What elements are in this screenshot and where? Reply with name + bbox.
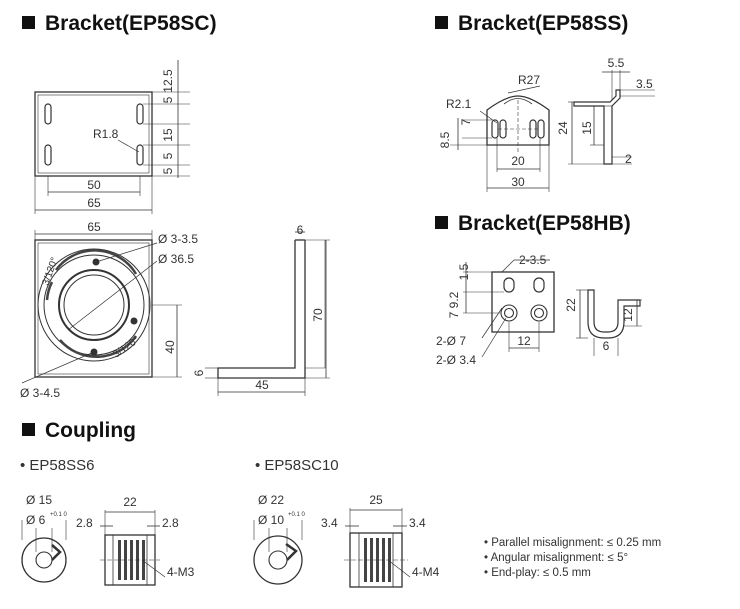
coupling-sc10-end-view — [253, 520, 303, 585]
dim-hole-3-3-5: Ø 3-3.5 — [158, 232, 198, 246]
dim-2: 2 — [625, 152, 632, 166]
spec-end-play: • End-play: ≤ 0.5 mm — [484, 567, 591, 579]
dim-2-phi-3-4: 2-Ø 3.4 — [436, 353, 476, 367]
dim-30: 30 — [511, 175, 525, 189]
ep58sc-face-view — [21, 230, 182, 384]
coupling-ss6-end-view — [21, 520, 67, 583]
dim-12-5: 12.5 — [161, 69, 175, 93]
dim-15: 15 — [161, 128, 175, 142]
dim-1-5: 1.5 — [457, 263, 471, 280]
dim-r27: R27 — [518, 73, 540, 87]
heading-bracket-ep58hb: Bracket(EP58HB) — [435, 212, 631, 236]
dim-65b: 65 — [87, 220, 101, 234]
dim-r2-1: R2.1 — [446, 97, 472, 111]
bullet-square-icon — [435, 216, 448, 229]
coupling-sc10-bore-tol: +0.1 0 — [288, 512, 306, 518]
ep58hb-front-view — [463, 259, 555, 358]
ep58sc-front-view — [34, 60, 190, 214]
coupling-sc10-length: 25 — [369, 493, 383, 507]
dim-hole-3-4-5: Ø 3-4.5 — [20, 386, 60, 400]
dim-65a: 65 — [87, 196, 101, 210]
coupling-ss6-bore-tol: +0.1 0 — [50, 512, 68, 518]
coupling-sc10-right: 3.4 — [409, 516, 426, 530]
dim-3-5: 3.5 — [636, 77, 653, 91]
bullet-square-icon — [22, 16, 35, 29]
dim-7-9-2: 7 9.2 — [447, 291, 461, 318]
dim-6a: 6 — [297, 223, 304, 237]
ep58hb-side-dims: 22 12 6 — [564, 298, 635, 353]
coupling-ss6-left: 2.8 — [76, 516, 93, 530]
dim-r1-8: R1.8 — [93, 127, 119, 141]
coupling-ss6-dims: Ø 15 Ø 6 +0.1 0 22 2.8 2.8 4-M3 — [26, 493, 195, 579]
dim-angle-2: 3/120° — [111, 335, 141, 361]
dim-2-3-5: 2-3.5 — [519, 253, 547, 267]
dim-45: 45 — [255, 378, 269, 392]
dim-22: 22 — [564, 298, 578, 312]
heading-text: Bracket(EP58SS) — [458, 12, 629, 35]
dim-angle-1: 3/120° — [40, 256, 60, 287]
dim-70: 70 — [311, 308, 325, 322]
dim-50: 50 — [87, 178, 101, 192]
coupling-model-ep58sc10: • EP58SC10 — [255, 457, 339, 474]
coupling-sc10-screw: 4-M4 — [412, 565, 440, 579]
coupling-ss6-bore: Ø 6 — [26, 513, 46, 527]
spec-angular-misalignment: • Angular misalignment: ≤ 5° — [484, 552, 629, 564]
coupling-sc10-side-view — [344, 508, 411, 588]
coupling-ss6-right: 2.8 — [162, 516, 179, 530]
dim-6b: 6 — [192, 369, 206, 376]
dim-2-phi-7: 2-Ø 7 — [436, 334, 466, 348]
ep58hb-front-dims: 2-3.5 1.5 7 9.2 2-Ø 7 2-Ø 3.4 12 — [436, 253, 547, 367]
dim-6-hb: 6 — [603, 339, 610, 353]
ep58sc-side-dims: 6 70 6 45 — [192, 223, 325, 392]
dim-20: 20 — [511, 154, 525, 168]
coupling-sc10-outer: Ø 22 — [258, 493, 284, 507]
ep58hb-side-view — [576, 289, 642, 356]
dim-5c: 5 — [161, 167, 175, 174]
heading-bracket-ep58ss: Bracket(EP58SS) — [435, 12, 628, 36]
ep58sc-side-view — [205, 231, 330, 396]
dim-circle-36-5: Ø 36.5 — [158, 252, 194, 266]
coupling-specs-list: • Parallel misalignment: ≤ 0.25 mm • Ang… — [484, 536, 661, 581]
dim-5-5: 5.5 — [608, 56, 625, 70]
ep58ss-side-dims: 5.5 3.5 24 15 2 — [556, 56, 653, 166]
dim-24: 24 — [556, 121, 570, 135]
heading-text: Bracket(EP58HB) — [458, 212, 631, 235]
ep58sc-front-dims: 12.5 5 15 5 5 R1.8 50 65 — [87, 69, 175, 210]
dim-5b: 5 — [161, 152, 175, 159]
dim-7: 7 — [459, 118, 473, 125]
spec-parallel-misalignment: • Parallel misalignment: ≤ 0.25 mm — [484, 537, 662, 549]
heading-text: Coupling — [45, 419, 136, 442]
ep58ss-front-view — [450, 85, 550, 192]
coupling-ss6-side-view — [100, 510, 166, 586]
dim-12a: 12 — [517, 334, 531, 348]
coupling-ss6-length: 22 — [123, 495, 137, 509]
heading-bracket-ep58sc: Bracket(EP58SC) — [22, 12, 217, 36]
heading-coupling: Coupling — [22, 419, 136, 443]
dim-15-ss: 15 — [580, 121, 594, 135]
coupling-model-ep58ss6: • EP58SS6 — [20, 457, 95, 474]
bullet-square-icon — [435, 16, 448, 29]
ep58ss-front-dims: R27 R2.1 7 8.5 20 30 — [438, 73, 540, 189]
heading-text: Bracket(EP58SC) — [45, 12, 217, 35]
ep58ss-side-view — [568, 70, 655, 165]
dim-40: 40 — [163, 340, 177, 354]
coupling-ss6-screw: 4-M3 — [167, 565, 195, 579]
bullet-square-icon — [22, 423, 35, 436]
coupling-ss6-outer: Ø 15 — [26, 493, 52, 507]
coupling-sc10-bore: Ø 10 — [258, 513, 284, 527]
dim-5a: 5 — [161, 96, 175, 103]
dim-8-5: 8.5 — [438, 131, 452, 148]
coupling-sc10-left: 3.4 — [321, 516, 338, 530]
coupling-sc10-dims: Ø 22 Ø 10 +0.1 0 25 3.4 3.4 4-M4 — [258, 493, 440, 579]
ep58sc-face-dims: 65 Ø 3-3.5 Ø 36.5 3/120° 3/120° 40 Ø 3-4… — [20, 220, 198, 400]
dim-12b: 12 — [621, 308, 635, 322]
